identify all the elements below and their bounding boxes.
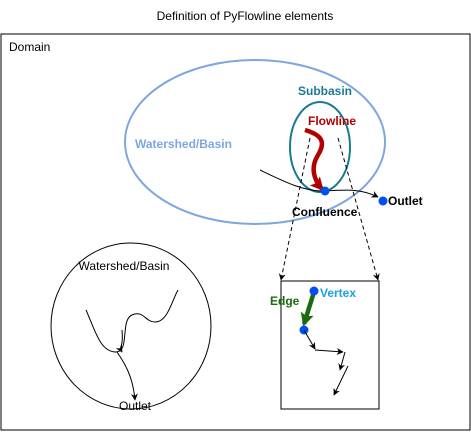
subbasin-label: Subbasin	[298, 84, 352, 98]
domain-box	[0, 33, 471, 431]
zoom-box	[280, 280, 380, 410]
vertex-label: Vertex	[320, 286, 356, 300]
zoom-line-right	[337, 137, 380, 281]
confluence-label: Confluence	[292, 205, 358, 219]
inset-watershed-label: Watershed/Basin	[79, 259, 170, 273]
flowline-label: Flowline	[308, 114, 356, 128]
zigzag-edge-1	[303, 329, 316, 350]
inset-curve	[85, 289, 179, 353]
inset-river-to-outlet	[116, 351, 138, 401]
domain-label: Domain	[9, 40, 50, 54]
edge-label: Edge	[270, 294, 300, 308]
zoom-line-left	[278, 137, 311, 281]
inset-river	[115, 329, 123, 353]
diagram-title: Definition of PyFlowline elements	[157, 9, 334, 23]
flowline-arrow	[304, 127, 325, 192]
watershed-basin-label: Watershed/Basin	[135, 137, 232, 151]
outlet-label: Outlet	[388, 194, 423, 208]
zigzag-edge-4	[333, 365, 349, 396]
zigzag-edge-2	[314, 348, 344, 356]
confluence-node	[320, 186, 330, 196]
zigzag-edge-3	[338, 351, 346, 371]
watershed-basin-ellipse	[124, 59, 386, 225]
inset-outlet-label: Outlet	[119, 399, 152, 413]
subbasin-ellipse	[289, 101, 351, 193]
outlet-node	[378, 196, 388, 206]
edge-arrow	[300, 291, 317, 327]
inset-watershed-circle	[50, 242, 212, 410]
vertex-node-top	[309, 286, 319, 296]
